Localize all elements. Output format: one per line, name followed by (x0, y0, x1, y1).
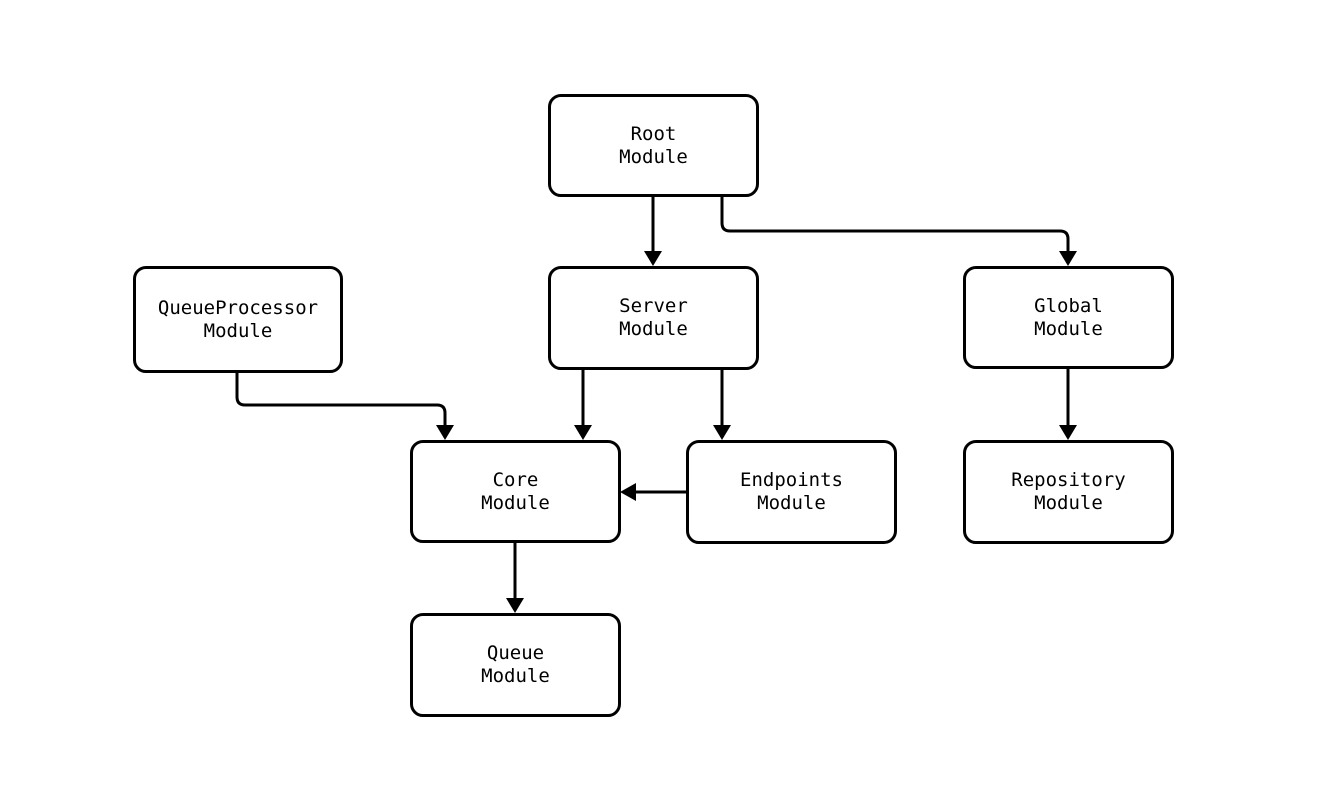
node-queue-module[interactable]: Queue Module (410, 613, 621, 717)
edge-queueprocessor-core (235, 373, 454, 440)
node-endpoints-module[interactable]: Endpoints Module (686, 440, 897, 544)
edge-root-global (720, 197, 1077, 266)
node-label-endpoints-module: Endpoints Module (740, 469, 843, 514)
node-label-queue-module: Queue Module (481, 642, 550, 687)
edge-server-endpoints (713, 370, 731, 440)
node-queueprocessor-module[interactable]: QueueProcessor Module (133, 266, 343, 373)
node-label-queueprocessor-module: QueueProcessor Module (157, 296, 319, 342)
node-label-repository-module: Repository Module (1011, 469, 1126, 514)
node-server-module[interactable]: Server Module (548, 266, 759, 370)
edge-core-queue (506, 543, 524, 613)
node-global-module[interactable]: Global Module (963, 266, 1174, 369)
node-core-module[interactable]: Core Module (410, 440, 621, 543)
node-label-global-module: Global Module (1034, 294, 1103, 340)
edge-root-server (644, 197, 662, 266)
edge-global-repository (1059, 369, 1077, 440)
edge-server-core (574, 370, 592, 440)
node-label-server-module: Server Module (619, 295, 688, 340)
node-label-root-module: Root Module (619, 122, 688, 168)
node-root-module[interactable]: Root Module (548, 94, 759, 197)
edge-endpoints-core (620, 483, 686, 501)
node-repository-module[interactable]: Repository Module (963, 440, 1174, 544)
node-label-core-module: Core Module (481, 468, 550, 514)
